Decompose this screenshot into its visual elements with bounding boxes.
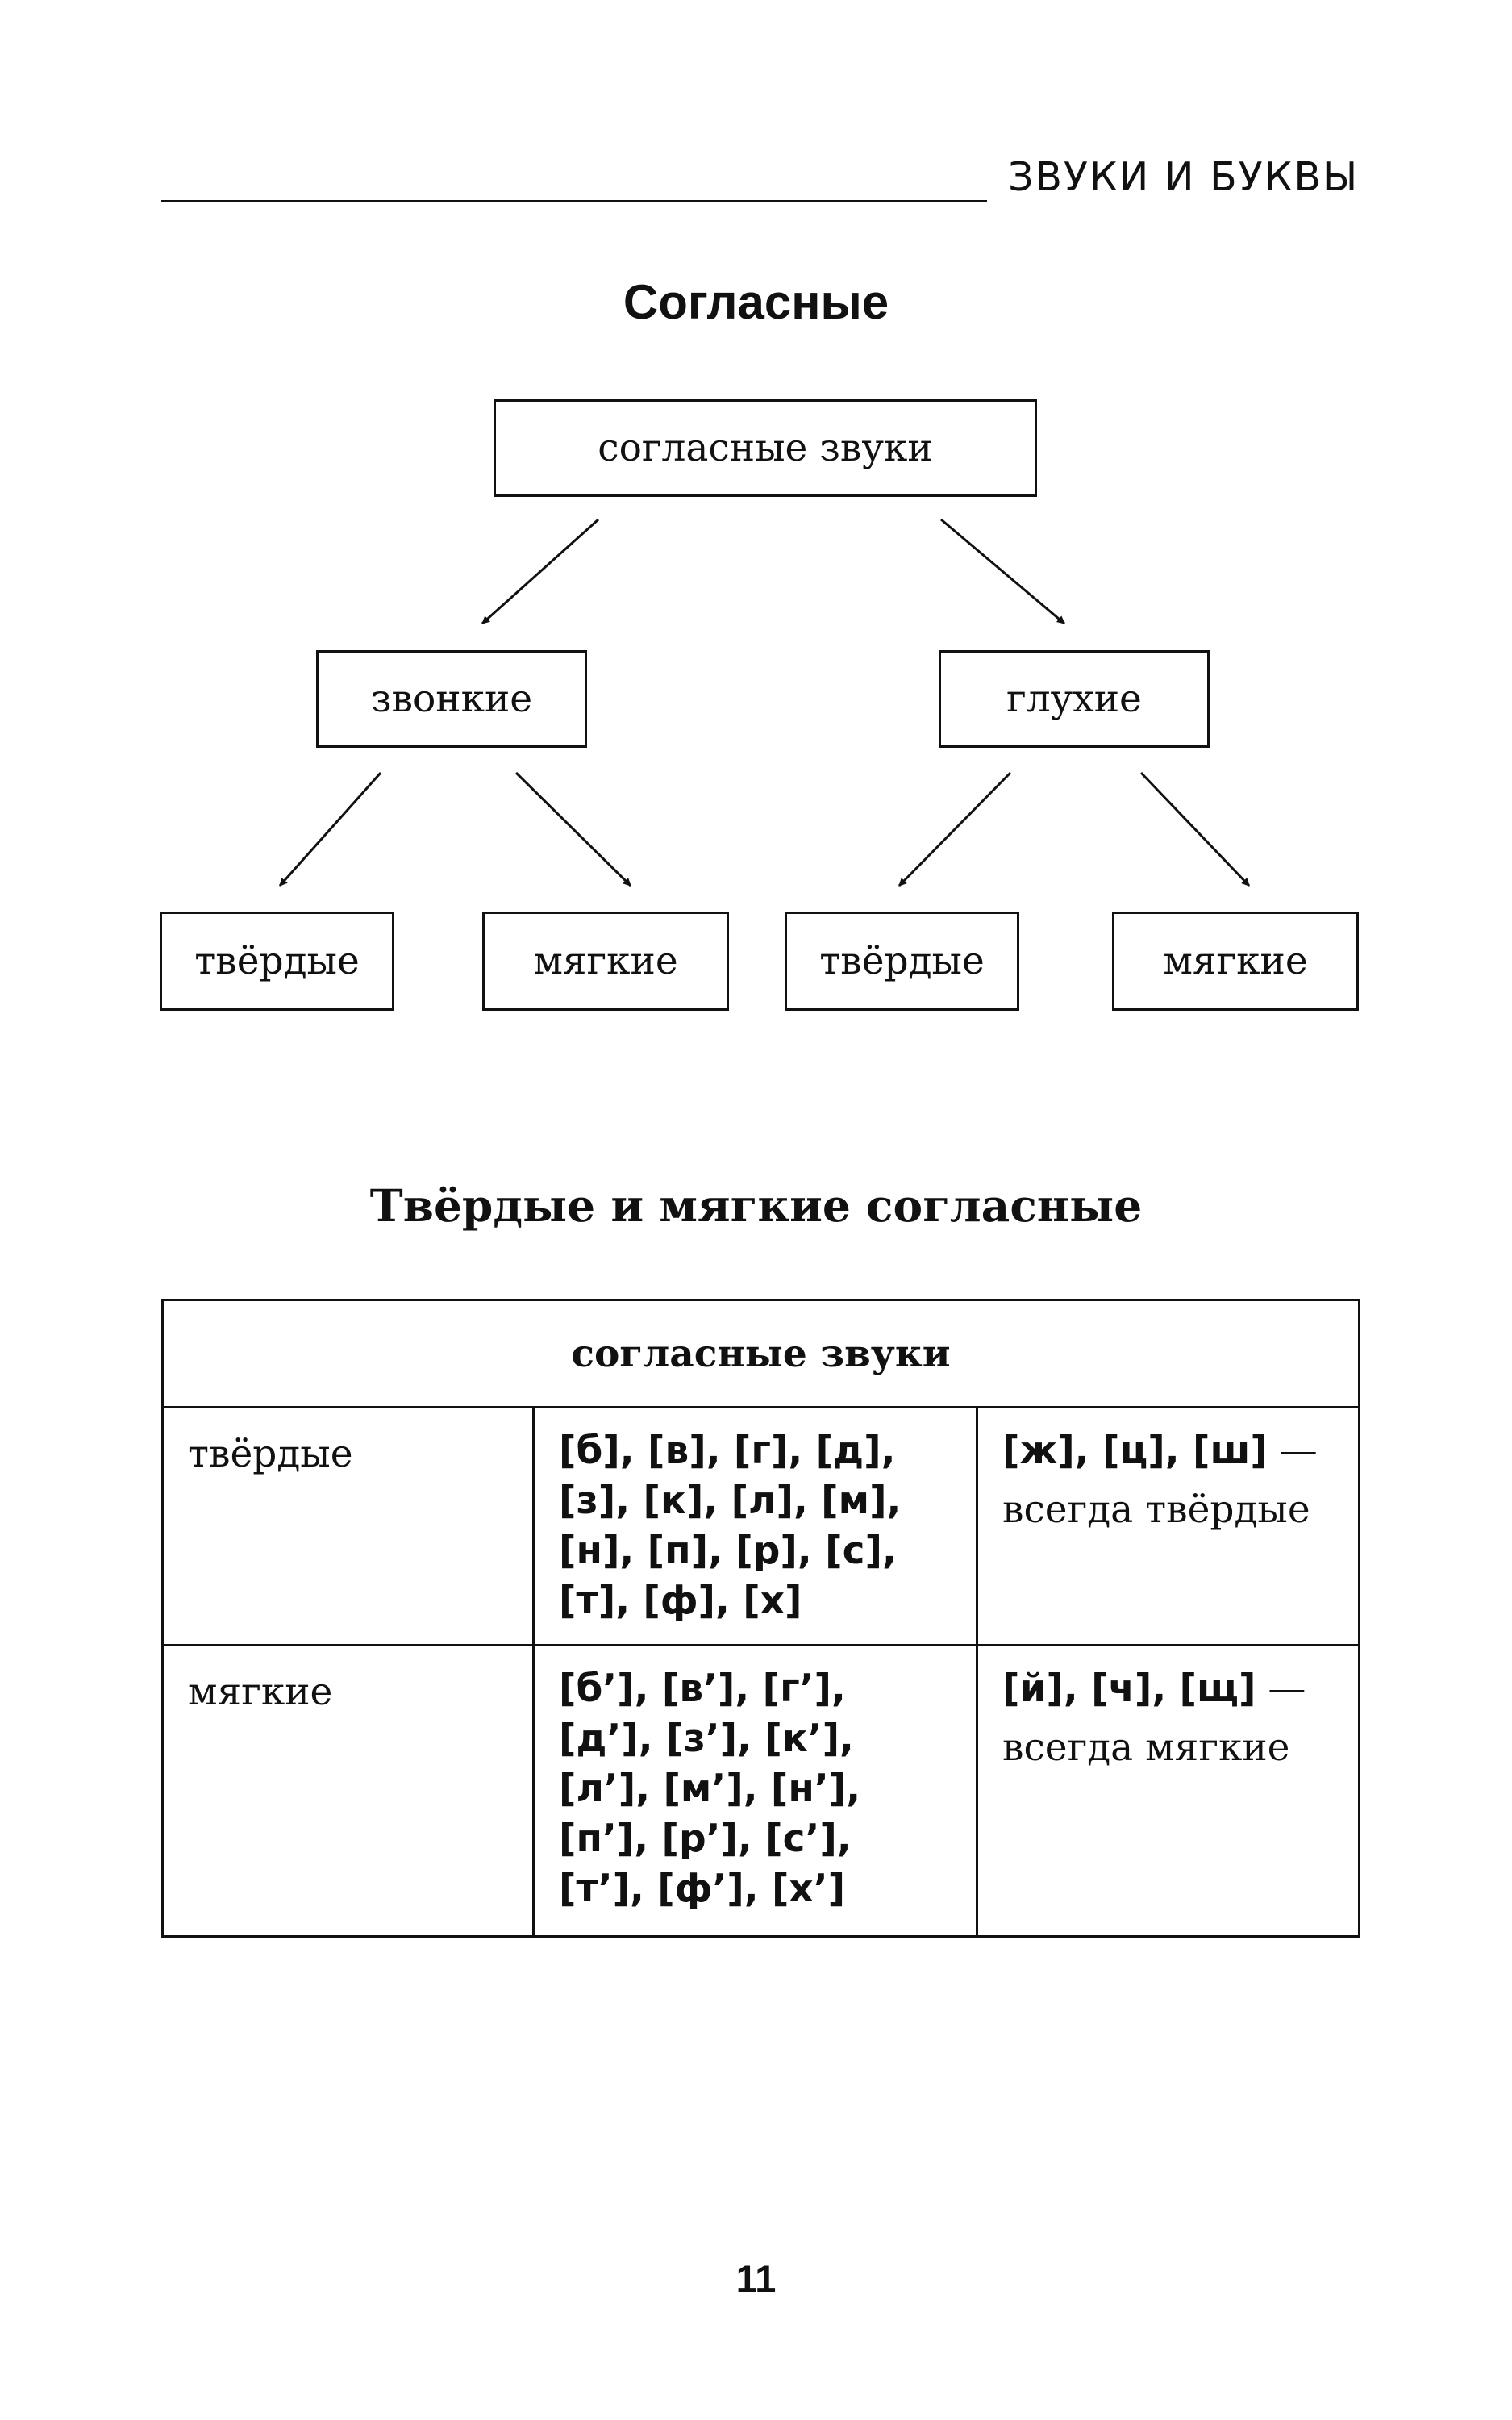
voiced-soft-box: мягкие — [482, 912, 729, 1011]
voiced-hard-box: твёрдые — [160, 912, 394, 1011]
header-rule — [161, 200, 987, 202]
voiceless-hard-box: твёрдые — [785, 912, 1019, 1011]
voiceless-soft-box: мягкие — [1112, 912, 1359, 1011]
consonant-table: согласные звуки твёрдые [б], [в], [г], [… — [161, 1299, 1360, 1938]
consonant-line: [б], [в], [г], [д], — [559, 1429, 896, 1473]
row-note: [й], [ч], [щ] — всегда мягкие — [976, 1644, 1360, 1938]
consonant-line: [т], [ф], [х] — [559, 1579, 802, 1623]
consonant-line: [н], [п], [р], [с], — [559, 1529, 897, 1573]
note-dash: — — [1256, 1667, 1306, 1711]
root-box: согласные звуки — [494, 399, 1037, 497]
table-header: согласные звуки — [161, 1299, 1360, 1408]
table-header-row: согласные звуки — [161, 1299, 1360, 1408]
table-row: твёрдые [б], [в], [г], [д], [з], [к], [л… — [161, 1406, 1360, 1646]
consonant-line: [п’], [р’], [с’], — [559, 1817, 852, 1861]
arrow-voiced-to-hard — [278, 772, 382, 887]
note-text: всегда твёрдые — [1002, 1487, 1310, 1532]
note-dash: — — [1267, 1429, 1318, 1473]
arrow-voiceless-to-hard — [898, 771, 1012, 887]
consonant-list: [б’], [в’], [г’], [д’], [з’], [к’], [л’]… — [532, 1644, 978, 1938]
row-label: мягкие — [161, 1644, 535, 1938]
voiced-box: звонкие — [316, 650, 587, 748]
tree-title: Согласные — [623, 275, 889, 329]
row-note: [ж], [ц], [ш] — всегда твёрдые — [976, 1406, 1360, 1646]
row-label: твёрдые — [161, 1406, 535, 1646]
consonant-line: [л’], [м’], [н’], — [559, 1767, 861, 1811]
section-title: ЗВУКИ И БУКВЫ — [1008, 154, 1360, 200]
consonant-line: [д’], [з’], [к’], — [559, 1717, 854, 1761]
tree-arrows — [278, 518, 1251, 887]
note-letters: [й], [ч], [щ] — [1002, 1667, 1256, 1711]
consonant-line: [б’], [в’], [г’], — [559, 1667, 846, 1711]
arrow-voiced-to-soft — [514, 771, 632, 887]
arrow-root-to-voiceless — [940, 518, 1065, 625]
arrow-root-to-voiced — [481, 518, 600, 625]
consonant-list: [б], [в], [г], [д], [з], [к], [л], [м], … — [532, 1406, 978, 1646]
consonant-line: [т’], [ф’], [х’] — [559, 1867, 846, 1911]
note-letters: [ж], [ц], [ш] — [1002, 1429, 1268, 1473]
arrow-voiceless-to-soft — [1139, 771, 1251, 887]
voiceless-box: глухие — [939, 650, 1210, 748]
consonant-line: [з], [к], [л], [м], — [559, 1479, 902, 1523]
table-row: мягкие [б’], [в’], [г’], [д’], [з’], [к’… — [161, 1644, 1360, 1938]
page-number: 11 — [735, 2257, 777, 2300]
note-text: всегда мягкие — [1002, 1725, 1290, 1770]
table-title: Твёрдые и мягкие согласные — [369, 1179, 1143, 1232]
